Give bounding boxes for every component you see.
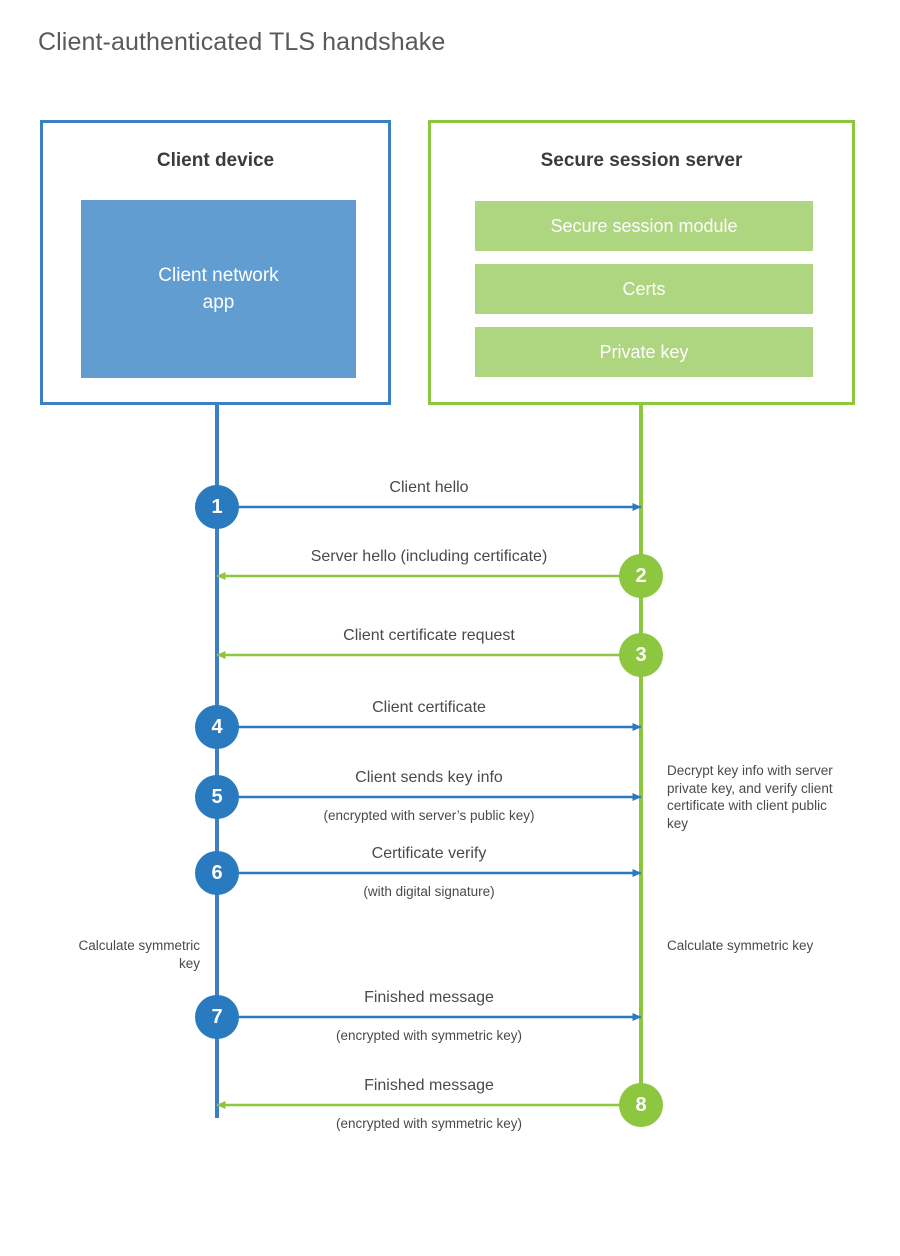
step-circle-1: 1 [195, 485, 239, 529]
server-module-certs: Certs [475, 264, 813, 314]
client-network-app-block: Client network app [81, 200, 356, 378]
message-label-5: Client sends key info [355, 769, 503, 786]
step-circle-3: 3 [619, 633, 663, 677]
message-label-3: Client certificate request [343, 627, 515, 644]
message-sublabel-7: (encrypted with symmetric key) [335, 1028, 523, 1043]
step-circle-7: 7 [195, 995, 239, 1039]
annotation-client-calculate-symmetric-key: Calculate symmetric key [78, 938, 200, 971]
server-module-secure-session-module: Secure session module [475, 201, 813, 251]
client-device-box: Client device Client network app [40, 120, 391, 405]
client-app-label-line1: Client network [158, 265, 279, 286]
message-label-6: Certificate verify [371, 845, 487, 862]
secure-session-server-box: Secure session server Secure session mod… [428, 120, 855, 405]
message-label-4: Client certificate [372, 699, 486, 716]
message-label-7: Finished message [364, 989, 494, 1006]
step-circle-2: 2 [619, 554, 663, 598]
step-circle-6: 6 [195, 851, 239, 895]
secure-session-server-title: Secure session server [540, 150, 743, 171]
step-circle-8: 8 [619, 1083, 663, 1127]
server-module-private-key: Private key [475, 327, 813, 377]
step-circle-4: 4 [195, 705, 239, 749]
message-label-8: Finished message [364, 1077, 494, 1094]
client-app-label-line2: app [202, 292, 235, 313]
client-lifeline [215, 402, 219, 1118]
message-sublabel-6: (with digital signature) [363, 884, 495, 899]
annotation-server-calculate-symmetric-key: Calculate symmetric key [667, 938, 814, 953]
step-circle-5: 5 [195, 775, 239, 819]
server-lifeline [639, 402, 643, 1105]
page-title: Client-authenticated TLS handshake [38, 28, 446, 56]
client-device-title: Client device [156, 150, 275, 171]
message-label-1: Client hello [389, 479, 469, 496]
annotation-server-decrypt: Decrypt key info with server private key… [667, 763, 833, 831]
message-sublabel-8: (encrypted with symmetric key) [335, 1116, 523, 1131]
message-sublabel-5: (encrypted with server’s public key) [323, 808, 535, 823]
message-label-2: Server hello (including certificate) [310, 548, 548, 565]
